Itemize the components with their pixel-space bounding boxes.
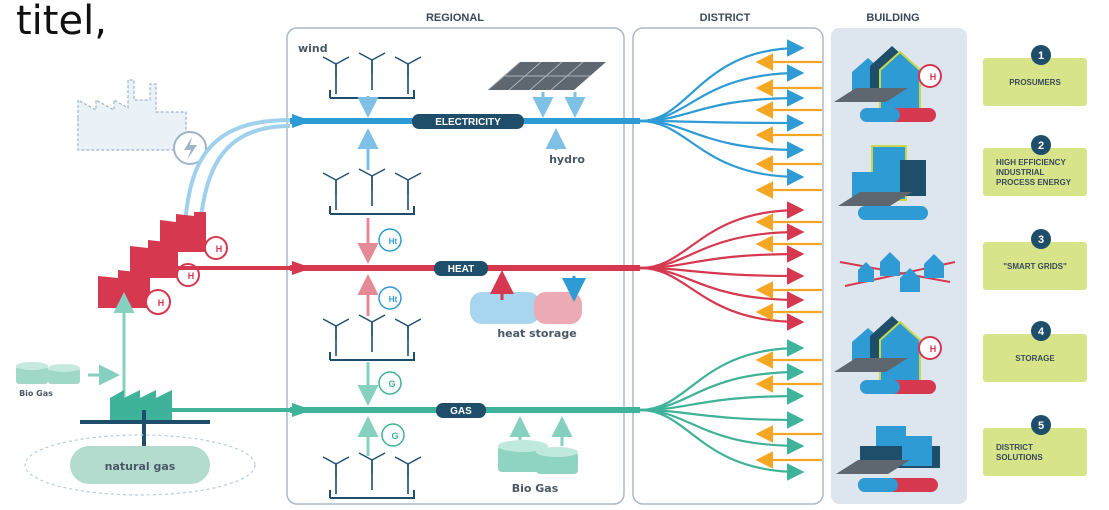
g-badge-1-text: G	[388, 379, 395, 389]
wind-farm-1	[322, 52, 422, 99]
legend-number: 3	[1038, 234, 1044, 246]
heat-bus-label: HEAT	[448, 264, 474, 275]
heat-storage-tank-hot	[534, 292, 582, 324]
legend-text: PROSUMERS	[1009, 78, 1061, 87]
heat-bus-arrow	[292, 261, 312, 275]
ht-badge-1-text: Ht	[389, 237, 398, 246]
header-building: BUILDING	[866, 12, 919, 24]
electricity-bus-label: ELECTRICITY	[435, 117, 501, 128]
district-distribution-arrows	[639, 39, 823, 481]
solar-array-icon	[487, 61, 606, 91]
plant-to-electricity-line	[183, 118, 291, 226]
power-to-gas-badge-1: G	[378, 371, 402, 395]
power-to-gas-badge-2: G	[381, 423, 405, 447]
electricity-distribution	[639, 39, 823, 199]
legend-number: 5	[1038, 420, 1044, 432]
chp-to-electricity-line	[198, 124, 291, 226]
gas-bus-label-box	[436, 403, 486, 418]
legend-box	[983, 58, 1087, 106]
legend-number-badge	[1031, 321, 1051, 341]
bio-gas-source-label: Bio Gas	[19, 389, 53, 398]
wind-label: wind	[298, 42, 328, 55]
legend-number-badge	[1031, 135, 1051, 155]
building-smart-grid-icon	[839, 252, 956, 292]
legend-number-badge	[1031, 45, 1051, 65]
g-badge-2-text: G	[391, 431, 398, 441]
legend-text: STORAGE	[1015, 354, 1055, 363]
header-district: DISTRICT	[700, 12, 751, 24]
legend-number-badge	[1031, 229, 1051, 249]
building-district-icon	[836, 426, 940, 492]
chp-badge-2: H	[188, 271, 195, 281]
legend-number: 1	[1038, 50, 1044, 62]
gas-factory-icon	[110, 390, 172, 420]
legend-text: INDUSTRIAL	[996, 168, 1045, 177]
electricity-bus-label-box	[412, 114, 524, 129]
chp-badge-1: H	[216, 244, 223, 254]
legend-number: 4	[1038, 326, 1045, 338]
heat-distribution	[639, 201, 823, 331]
chp-badge-3: H	[158, 298, 165, 308]
legend-number: 2	[1038, 140, 1044, 152]
legend-text: PROCESS ENERGY	[996, 178, 1072, 187]
regional-bio-gas-tank-icon	[498, 440, 578, 474]
natural-gas-label: natural gas	[105, 460, 176, 473]
gas-bus-label: GAS	[450, 406, 472, 417]
header-regional: REGIONAL	[426, 12, 484, 24]
regional-bio-gas-label: Bio Gas	[512, 482, 559, 495]
legend-text: HIGH EFFICIENCY	[996, 158, 1066, 167]
gas-bus-arrow	[292, 403, 312, 417]
power-plant-icon	[77, 79, 207, 165]
electricity-bus-arrow	[292, 114, 312, 128]
legend-text: "SMART GRIDS"	[1003, 262, 1067, 271]
legend-box	[983, 334, 1087, 382]
ht-badge-2-text: Ht	[389, 295, 398, 304]
natural-gas-field-outline	[24, 434, 256, 496]
legend-number-badge	[1031, 415, 1051, 435]
legend-box	[983, 148, 1087, 196]
building-prosumer-1-icon: H	[834, 46, 942, 122]
building-storage-icon: H	[834, 316, 942, 394]
gas-distribution	[639, 339, 823, 481]
building-1-badge: H	[930, 72, 937, 82]
wind-farm-4	[322, 452, 422, 499]
legend-box	[983, 242, 1087, 290]
legend-text: SOLUTIONS	[996, 453, 1043, 462]
legend-box	[983, 428, 1087, 476]
wind-farm-3	[322, 314, 422, 361]
power-to-heat-badge-2: Ht	[378, 286, 402, 310]
heat-storage-tank-cold	[470, 292, 540, 324]
natural-gas-reservoir	[70, 446, 210, 484]
hydro-label: hydro	[549, 153, 585, 166]
power-to-heat-badge-1: Ht	[378, 228, 402, 252]
legend-item-3: 3 "SMART GRIDS"	[983, 229, 1087, 290]
legend-text: DISTRICT	[996, 443, 1033, 452]
chp-plant-3-icon: H	[98, 268, 171, 315]
building-industrial-icon	[838, 145, 928, 220]
heat-storage-label: heat storage	[497, 327, 576, 340]
wind-farm-2	[322, 168, 422, 215]
building-4-badge: H	[930, 344, 937, 354]
bio-gas-tank-icon	[16, 362, 80, 384]
heat-bus-label-box	[434, 261, 488, 276]
page-title: titel,	[16, 0, 107, 44]
